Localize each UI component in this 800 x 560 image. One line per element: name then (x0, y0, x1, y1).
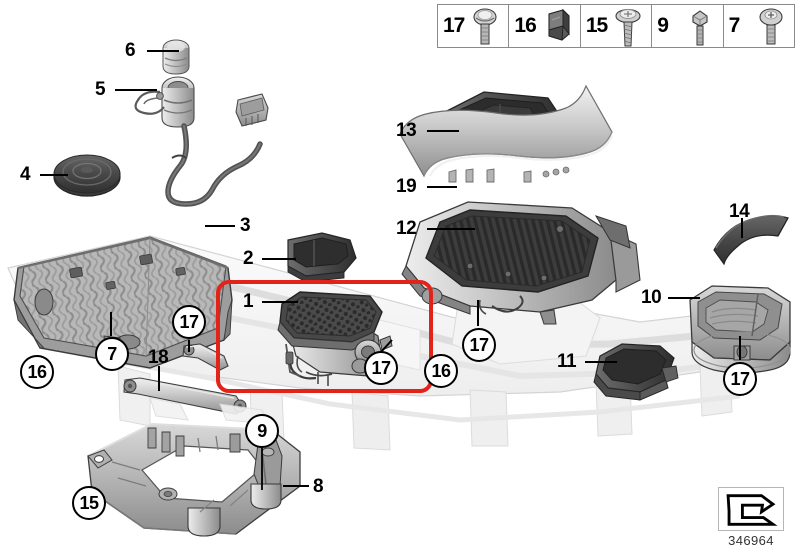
leader-line-2 (262, 258, 296, 261)
circled-callout-7: 7 (95, 337, 129, 371)
part-2-small-tray (287, 232, 357, 283)
callout-12: 12 (396, 218, 417, 239)
part-4-round-cover (53, 154, 121, 197)
leader-line-18 (158, 366, 161, 391)
circled-callout-9: 9 (245, 414, 279, 448)
legend-number-15: 15 (585, 14, 608, 37)
callout-5: 5 (95, 79, 106, 100)
part-18-ground-strap (123, 377, 247, 415)
leader-line-10 (668, 297, 700, 300)
flange-head-self-tapping-screw-icon (615, 8, 641, 47)
part-11-coin-tray (593, 343, 679, 401)
leader-line-3 (205, 225, 235, 228)
circled-callout-17-left: 17 (172, 305, 206, 339)
callout-19: 19 (396, 176, 417, 197)
callout-10: 10 (641, 287, 662, 308)
leader-line-group (110, 218, 743, 490)
leader-line-12 (427, 228, 475, 231)
callout-18: 18 (148, 347, 169, 368)
legend-number-16: 16 (514, 14, 536, 37)
callout-6: 6 (125, 40, 136, 61)
circled-callout-15: 15 (72, 486, 106, 520)
part-12-console-upper-body (401, 201, 641, 325)
leader-line-8 (283, 485, 309, 488)
circled-callout-17-box: 17 (364, 351, 398, 385)
part-10-storage-bin (689, 285, 791, 374)
callout-13: 13 (396, 120, 417, 141)
hex-head-screw-icon (692, 10, 708, 46)
legend-cell-7: 7 (724, 5, 794, 47)
callout-4: 4 (20, 164, 31, 185)
circled-callout-16-right: 16 (424, 354, 458, 388)
highlight-box (216, 280, 433, 393)
legend-number-17: 17 (443, 14, 465, 37)
legend-cell-15: 15 (581, 5, 653, 47)
part-19-trim-strip (399, 84, 613, 183)
part-14-curved-cover (713, 214, 789, 266)
leader-line-11 (585, 361, 617, 364)
diagram-arrow-mark (718, 487, 784, 531)
legend-cell-9: 9 (652, 5, 724, 47)
leader-line-1 (262, 301, 298, 304)
diagram-reference-number: 346964 (728, 533, 774, 548)
part-8-support-frame (87, 422, 301, 537)
callout-3: 3 (240, 215, 251, 236)
leader-line-6 (147, 50, 179, 53)
leader-line-19 (427, 186, 457, 189)
fastener-legend: 17 16 15 (437, 4, 795, 48)
part-5-lighter-socket (134, 76, 269, 207)
diagram-arrow-icon (726, 494, 778, 526)
callout-8: 8 (313, 476, 324, 497)
callout-2: 2 (243, 248, 254, 269)
callout-1: 1 (243, 291, 254, 312)
callout-11: 11 (557, 351, 577, 372)
legend-number-9: 9 (657, 14, 669, 37)
clip-nut-icon (548, 8, 570, 41)
part-6-knob (162, 39, 190, 75)
circled-callout-16-left: 16 (20, 355, 54, 389)
leader-line-4 (40, 174, 68, 177)
torx-pan-head-screw-icon (759, 8, 783, 45)
circled-callout-17-right: 17 (723, 362, 757, 396)
leader-line-13 (427, 130, 459, 133)
pan-head-screw-icon (473, 8, 497, 45)
leader-line-5 (115, 89, 157, 92)
legend-cell-17: 17 (438, 5, 510, 47)
circled-callout-17-mid: 17 (462, 328, 496, 362)
legend-number-7: 7 (728, 14, 741, 37)
callout-14: 14 (729, 201, 750, 222)
legend-cell-16: 16 (509, 5, 581, 47)
